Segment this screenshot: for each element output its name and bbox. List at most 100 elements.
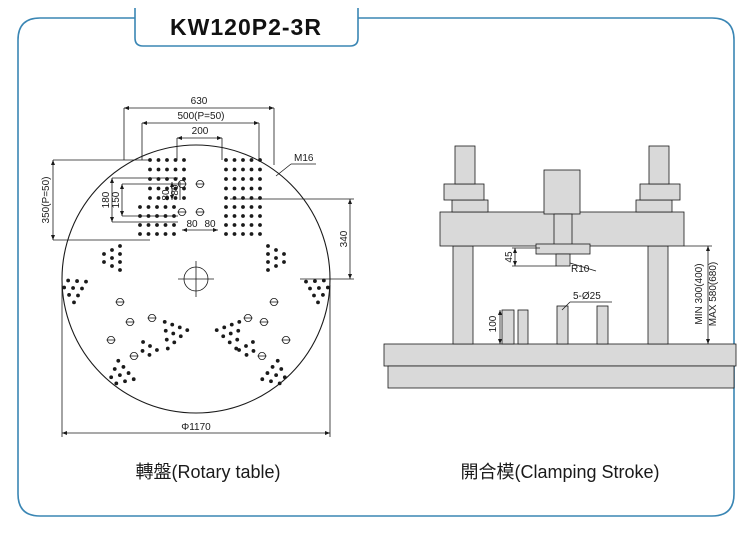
mount-hole bbox=[182, 167, 186, 172]
mount-hole bbox=[274, 248, 278, 252]
pin-3 bbox=[556, 305, 569, 345]
mount-hole bbox=[258, 186, 262, 191]
dimension-arrow bbox=[170, 195, 174, 200]
mount-hole bbox=[155, 223, 159, 227]
mount-hole bbox=[156, 158, 161, 162]
mount-hole bbox=[224, 196, 228, 200]
mount-hole bbox=[214, 328, 219, 333]
mount-hole bbox=[266, 268, 270, 272]
mount-hole bbox=[117, 373, 122, 378]
dimension-arrow bbox=[269, 106, 274, 110]
mount-hole bbox=[72, 300, 76, 305]
mount-hole bbox=[155, 232, 159, 236]
dimension-arrow bbox=[120, 211, 124, 216]
dim-340: 340 bbox=[339, 230, 350, 247]
mount-hole bbox=[258, 205, 262, 209]
mount-hole bbox=[102, 260, 106, 264]
dimension-arrow bbox=[120, 184, 124, 189]
mount-hole bbox=[75, 279, 79, 283]
mount-hole bbox=[277, 381, 282, 386]
mount-hole bbox=[138, 223, 142, 227]
mount-hole bbox=[173, 158, 178, 162]
mount-hole bbox=[249, 186, 254, 191]
clamping-stroke-caption: 開合模(Clamping Stroke) bbox=[460, 462, 659, 482]
dimension-arrow bbox=[213, 228, 218, 232]
mount-hole bbox=[165, 167, 169, 172]
dimension-arrow bbox=[254, 121, 259, 125]
mount-hole bbox=[164, 337, 169, 342]
dim-r10: R10 bbox=[571, 264, 590, 275]
dimension-arrow bbox=[142, 121, 147, 125]
mount-hole bbox=[241, 205, 245, 209]
mount-hole bbox=[269, 379, 273, 384]
mount-hole bbox=[228, 331, 233, 336]
mount-hole bbox=[249, 167, 254, 172]
mount-hole bbox=[171, 331, 176, 336]
dimension-arrow bbox=[124, 106, 129, 110]
pin-1 bbox=[501, 309, 515, 345]
mount-hole bbox=[274, 373, 279, 378]
ram-cylinder bbox=[543, 169, 581, 215]
mount-hole bbox=[109, 375, 114, 380]
clamping-unit-drawing bbox=[383, 145, 737, 389]
dim-holes: 5-Ø25 bbox=[573, 291, 601, 302]
mount-hole bbox=[304, 279, 308, 284]
mount-hole bbox=[232, 205, 237, 209]
mount-hole bbox=[155, 348, 159, 352]
mount-hole bbox=[110, 264, 114, 268]
pin-2 bbox=[517, 309, 529, 345]
dimension-arrow bbox=[182, 228, 187, 232]
column-top-right bbox=[648, 145, 670, 185]
mount-hole bbox=[222, 325, 227, 330]
mount-hole bbox=[249, 223, 254, 227]
mount-hole bbox=[241, 177, 245, 181]
mount-hole bbox=[274, 256, 278, 260]
m16-leader bbox=[275, 163, 292, 177]
mount-hole bbox=[270, 365, 275, 369]
mount-hole bbox=[177, 325, 182, 330]
mount-hole bbox=[140, 349, 145, 353]
mount-hole bbox=[80, 286, 84, 291]
mount-hole bbox=[236, 328, 241, 333]
mount-hole bbox=[126, 371, 131, 375]
mount-hole bbox=[123, 379, 127, 384]
mount-hole bbox=[325, 285, 330, 290]
mount-hole bbox=[244, 344, 248, 348]
mount-hole bbox=[102, 252, 106, 256]
mount-hole bbox=[131, 377, 136, 382]
mount-hole bbox=[116, 358, 121, 363]
mount-hole bbox=[224, 158, 228, 162]
dimension-arrow bbox=[217, 136, 222, 140]
mount-hole bbox=[62, 285, 67, 290]
mount-hole bbox=[251, 349, 256, 353]
mount-hole bbox=[224, 177, 228, 181]
mount-hole bbox=[110, 256, 114, 260]
mount-hole bbox=[182, 177, 186, 181]
mount-hole bbox=[232, 232, 237, 236]
dim-80-vertical-2: 80 bbox=[170, 184, 181, 196]
mold-nose bbox=[555, 253, 571, 267]
nut-right bbox=[635, 199, 673, 213]
mount-hole bbox=[249, 205, 254, 209]
mount-hole bbox=[227, 340, 232, 345]
mount-hole bbox=[118, 260, 122, 264]
dim-500: 500(P=50) bbox=[178, 111, 225, 122]
mount-hole bbox=[67, 293, 71, 297]
mount-hole bbox=[172, 223, 176, 227]
mount-hole bbox=[232, 177, 237, 181]
mount-hole bbox=[172, 340, 177, 345]
mount-hole bbox=[224, 186, 228, 191]
mount-hole bbox=[148, 344, 152, 348]
dimension-arrow bbox=[348, 199, 352, 204]
mount-hole bbox=[235, 337, 240, 342]
mount-hole bbox=[282, 260, 286, 264]
mount-hole bbox=[224, 205, 228, 209]
mount-hole bbox=[241, 223, 245, 227]
mount-hole bbox=[224, 223, 228, 227]
mount-hole bbox=[84, 279, 88, 284]
mount-hole bbox=[282, 252, 286, 256]
mount-hole bbox=[156, 186, 161, 191]
mount-hole bbox=[316, 300, 320, 305]
mount-hole bbox=[118, 268, 122, 272]
dimension-arrow bbox=[170, 182, 174, 187]
